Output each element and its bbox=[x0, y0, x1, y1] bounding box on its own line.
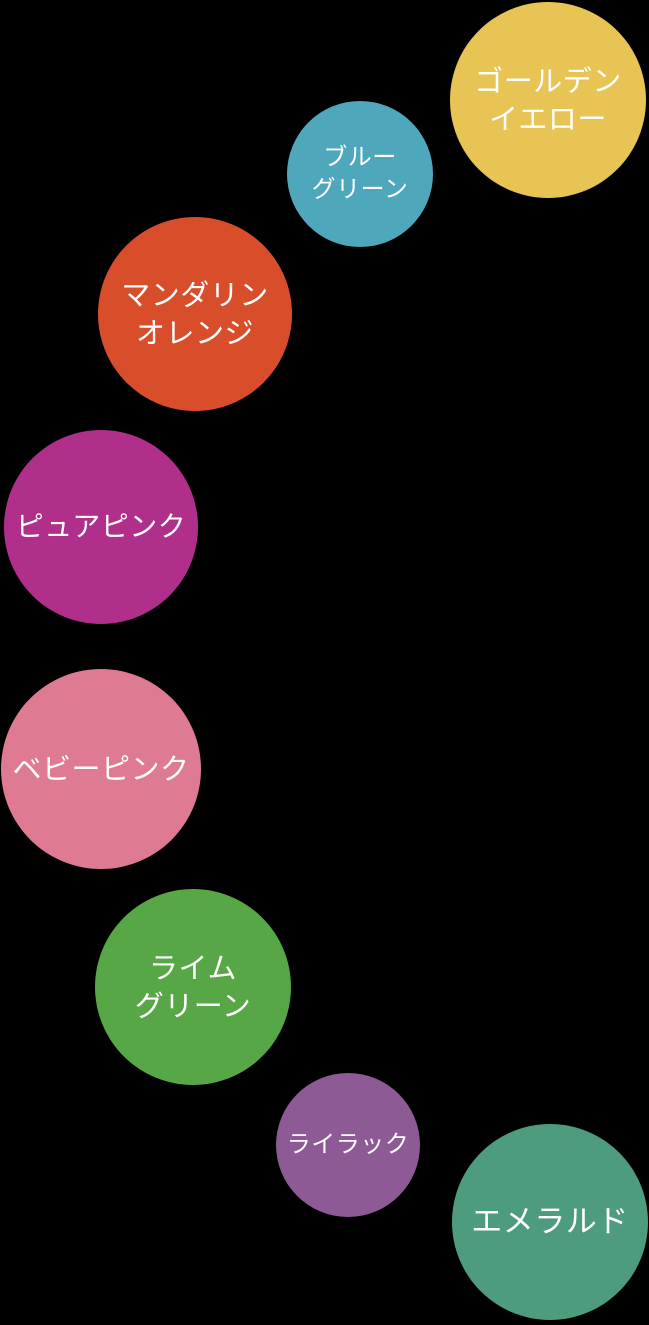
color-circle-lime-green[interactable]: ライム グリーン bbox=[95, 889, 291, 1085]
color-circle-label: エメラルド bbox=[471, 1203, 629, 1240]
color-circle-golden-yellow[interactable]: ゴールデン イエロー bbox=[450, 2, 646, 198]
color-circle-baby-pink[interactable]: ベビーピンク bbox=[1, 669, 201, 869]
color-circle-label: ゴールデン イエロー bbox=[474, 63, 622, 136]
color-circle-label: ブルー グリーン bbox=[311, 143, 409, 203]
color-circle-label: ベビーピンク bbox=[12, 751, 190, 786]
color-circle-label: ライム グリーン bbox=[134, 950, 252, 1023]
color-circle-label: マンダリン オレンジ bbox=[121, 277, 269, 350]
color-circle-label: ライラック bbox=[286, 1130, 410, 1159]
color-circle-lilac[interactable]: ライラック bbox=[276, 1073, 420, 1217]
color-circle-mandarin-orange[interactable]: マンダリン オレンジ bbox=[98, 217, 292, 411]
color-circle-blue-green[interactable]: ブルー グリーン bbox=[287, 101, 433, 247]
color-circle-label: ピュアピンク bbox=[15, 509, 187, 543]
color-circle-emerald[interactable]: エメラルド bbox=[452, 1124, 648, 1320]
color-circle-pure-pink[interactable]: ピュアピンク bbox=[4, 430, 198, 624]
